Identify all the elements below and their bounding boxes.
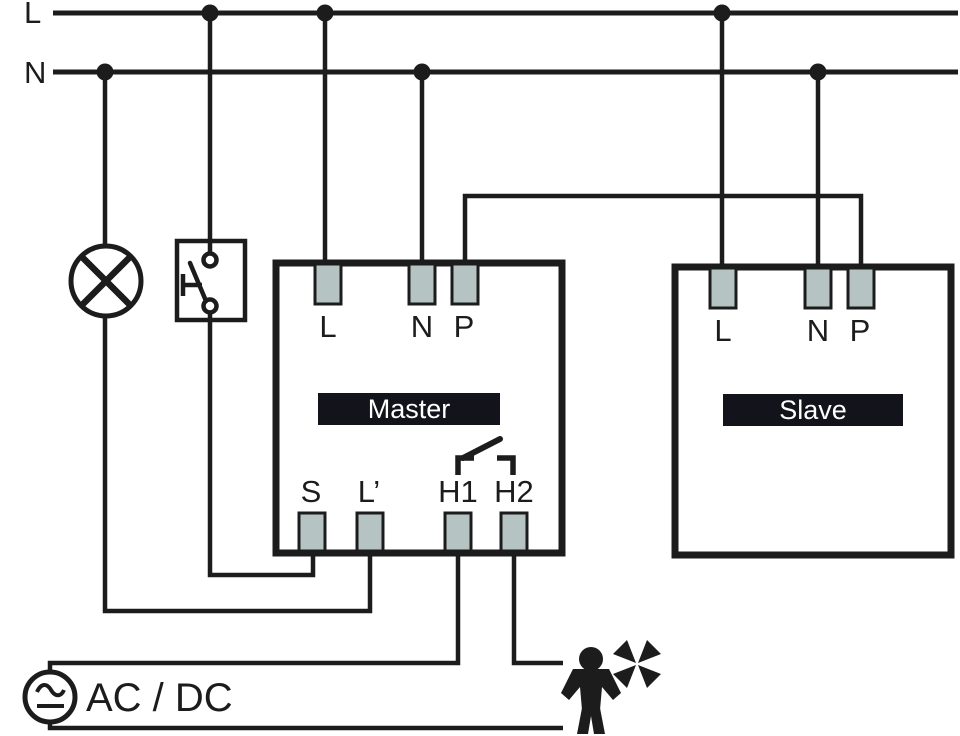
slave-device: L N P Slave <box>671 263 955 559</box>
master-terminal-h1 <box>443 511 473 553</box>
switch-lever <box>187 260 209 304</box>
master-terminal-p-label: P <box>454 309 475 344</box>
slave-terminal-p <box>846 266 876 310</box>
star-blade <box>638 640 661 663</box>
star-blade <box>613 665 636 688</box>
source-sine-wave <box>35 683 66 698</box>
junction-dot <box>413 63 431 81</box>
junction-dots <box>96 4 827 81</box>
master-device: L N P Master S L’ H1 H2 <box>272 259 566 557</box>
relay-contact-icon <box>455 436 516 475</box>
source-label: AC / DC <box>86 676 233 720</box>
slave-label-bar <box>723 394 903 426</box>
switch-contact <box>201 251 219 269</box>
star-blade <box>638 665 661 688</box>
slave-terminal-l <box>708 266 738 310</box>
master-terminal-lprime <box>355 511 385 553</box>
star-blade <box>613 640 636 663</box>
neutral-rail-label: N <box>24 55 46 90</box>
slave-terminal-p-label: P <box>850 313 871 348</box>
master-terminal-h2 <box>499 511 529 553</box>
wire-h2-to-sensor <box>511 550 563 666</box>
junction-dot <box>809 63 827 81</box>
master-terminal-l <box>313 262 343 306</box>
slave-terminal-l-label: L <box>714 313 731 348</box>
lamp-cross-line <box>79 254 133 308</box>
ac-dc-source-icon: AC / DC <box>22 669 233 725</box>
master-terminal-lprime-label: L’ <box>358 474 380 509</box>
slave-terminal-n <box>803 266 833 310</box>
source-circle <box>22 669 78 725</box>
slave-terminal-n-label: N <box>807 313 829 348</box>
person-head <box>579 647 603 671</box>
master-terminal-h2-label: H2 <box>494 474 534 509</box>
junction-dot <box>201 4 219 22</box>
person-torso-arms <box>561 669 621 710</box>
master-terminal-s-label: S <box>301 474 322 509</box>
master-terminal-s <box>297 511 327 553</box>
relay-contact-right-post <box>497 455 516 475</box>
junction-dot <box>316 4 334 22</box>
push-button-icon <box>174 238 248 323</box>
wire-master-p-to-slave-p <box>462 193 864 270</box>
master-label-bar <box>318 393 500 425</box>
person-legs <box>577 708 605 734</box>
wire-switch-to-s <box>207 312 316 578</box>
wire-lamp-to-lprime <box>102 312 373 614</box>
live-rail-label: L <box>24 0 41 30</box>
master-terminal-h1-label: H1 <box>438 474 478 509</box>
master-label: Master <box>368 394 451 424</box>
master-terminal-l-label: L <box>319 309 336 344</box>
lamp-icon <box>68 243 144 319</box>
master-terminal-p <box>450 262 480 306</box>
movement-star-icon <box>613 640 661 688</box>
relay-contact-lever <box>460 436 503 461</box>
master-terminal-n-label: N <box>411 309 433 344</box>
wire-source-to-sensor <box>47 721 563 731</box>
master-terminal-n <box>407 262 437 306</box>
motion-person-icon <box>561 640 661 734</box>
junction-dot <box>96 63 114 81</box>
junction-dot <box>713 4 731 22</box>
slave-label: Slave <box>779 395 847 425</box>
wire-h1-to-source <box>47 550 461 673</box>
